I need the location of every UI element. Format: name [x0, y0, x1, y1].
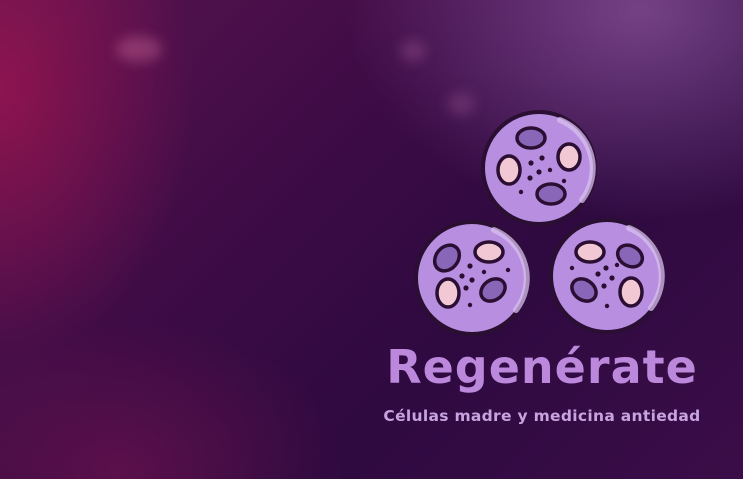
cell-top — [481, 110, 597, 226]
bokeh-light — [447, 92, 475, 116]
bokeh-light — [400, 40, 426, 62]
bokeh-light — [116, 36, 162, 62]
cell-right — [549, 218, 665, 334]
brand-tagline: Células madre y medicina antiedad — [383, 407, 701, 425]
cell-left — [414, 220, 530, 336]
brand-title: Regenérate — [386, 340, 698, 394]
